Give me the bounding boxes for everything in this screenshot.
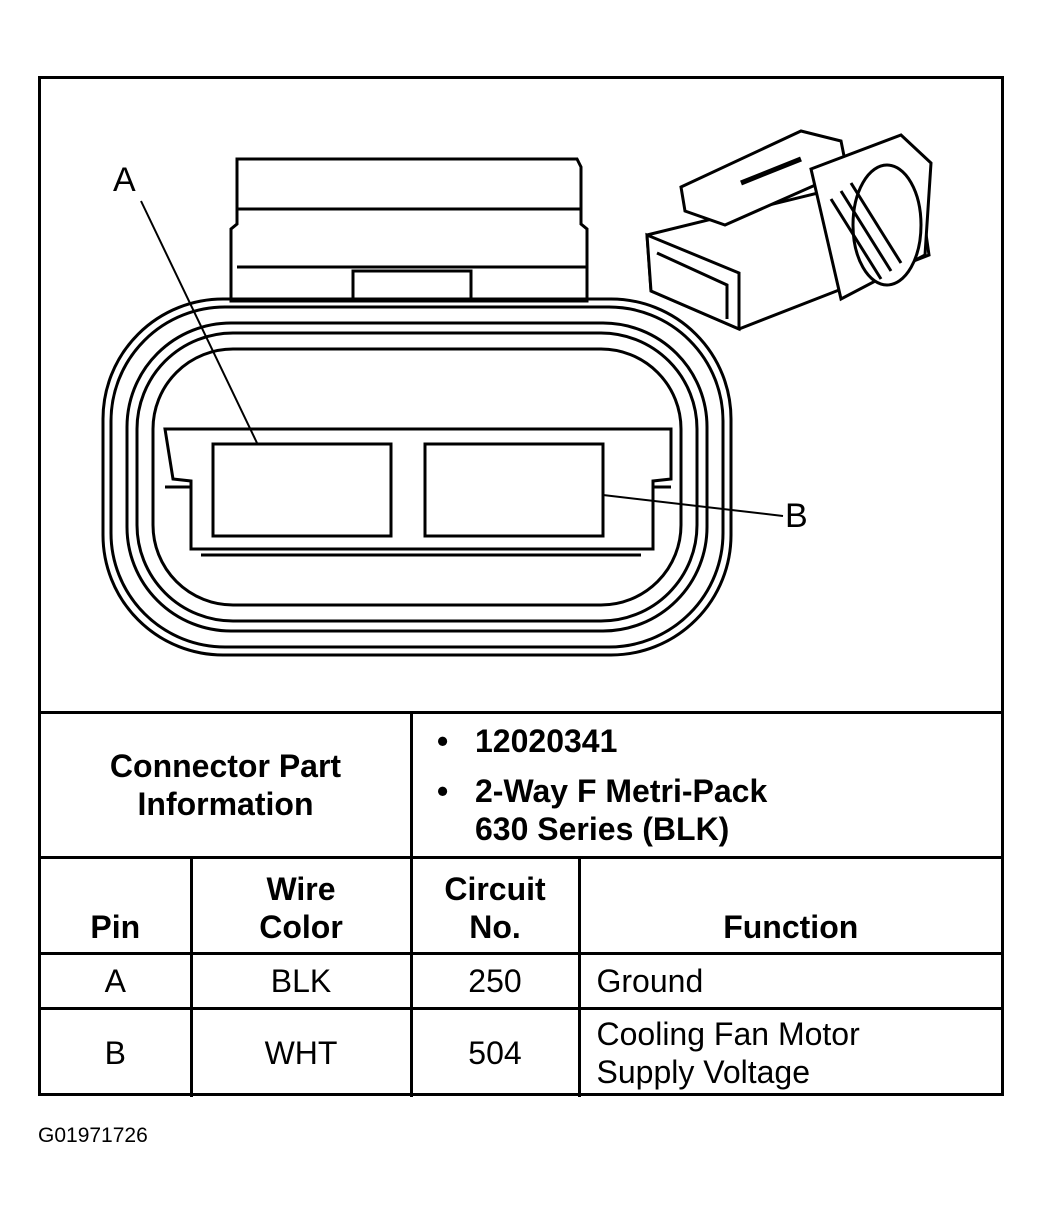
function-line1: Cooling Fan Motor: [596, 1016, 860, 1053]
terminal-b: [423, 442, 605, 538]
header-circuit-no: Circuit No.: [409, 856, 581, 955]
circuit-cell: 504: [409, 1007, 581, 1097]
header-wire-color: Wire Color: [189, 856, 413, 955]
pin-cell: A: [41, 952, 193, 1010]
header-pin: Pin: [41, 856, 193, 955]
pinout-table: Pin Wire Color Circuit No. Function A BL…: [41, 856, 1001, 1097]
connector-isometric-view: [645, 129, 933, 332]
function-line2: Supply Voltage: [596, 1054, 811, 1091]
wire-color-cell: BLK: [189, 952, 413, 1010]
pin-cell: B: [41, 1007, 193, 1097]
info-label-line1: Connector Part: [109, 748, 342, 784]
header-circuit-line2: No.: [469, 909, 521, 945]
leader-line-b: [602, 494, 784, 517]
callout-a: A: [113, 161, 136, 199]
function-cell: Ground: [577, 952, 1001, 1010]
connector-series: 630 Series (BLK): [475, 811, 730, 847]
table-header-row: Pin Wire Color Circuit No. Function: [41, 856, 1001, 955]
leader-line-a: [140, 200, 258, 444]
callout-b: B: [785, 497, 808, 535]
header-circuit-line1: Circuit: [444, 871, 546, 907]
connector-type: 2-Way F Metri-Pack: [437, 772, 1001, 810]
connector-info-list: 12020341 2-Way F Metri-Pack 630 Series (…: [413, 714, 1001, 856]
figure-id: G01971726: [38, 1124, 148, 1147]
header-wire-line2: Color: [259, 909, 343, 945]
table-row: A BLK 250 Ground: [41, 952, 1001, 1010]
info-label-line2: Information: [137, 786, 314, 822]
header-function: Function: [577, 856, 1001, 955]
connector-top-housing: [229, 157, 589, 303]
function-cell: Cooling Fan Motor Supply Voltage: [577, 1007, 1001, 1097]
circuit-cell: 250: [409, 952, 581, 1010]
table-row: B WHT 504 Cooling Fan Motor Supply Volta…: [41, 1007, 1001, 1097]
connector-drawing: [101, 129, 933, 657]
terminal-a: [211, 442, 393, 538]
wire-color-cell: WHT: [189, 1007, 413, 1097]
diagram-frame: A B Connector Part Information 12020341 …: [38, 76, 1004, 1097]
header-wire-line1: Wire: [266, 871, 336, 907]
connector-outer-ring: [101, 297, 733, 657]
connector-info-row: Connector Part Information 12020341 2-Wa…: [41, 711, 1001, 856]
part-number: 12020341: [437, 722, 1001, 760]
connector-info-label: Connector Part Information: [41, 714, 413, 856]
